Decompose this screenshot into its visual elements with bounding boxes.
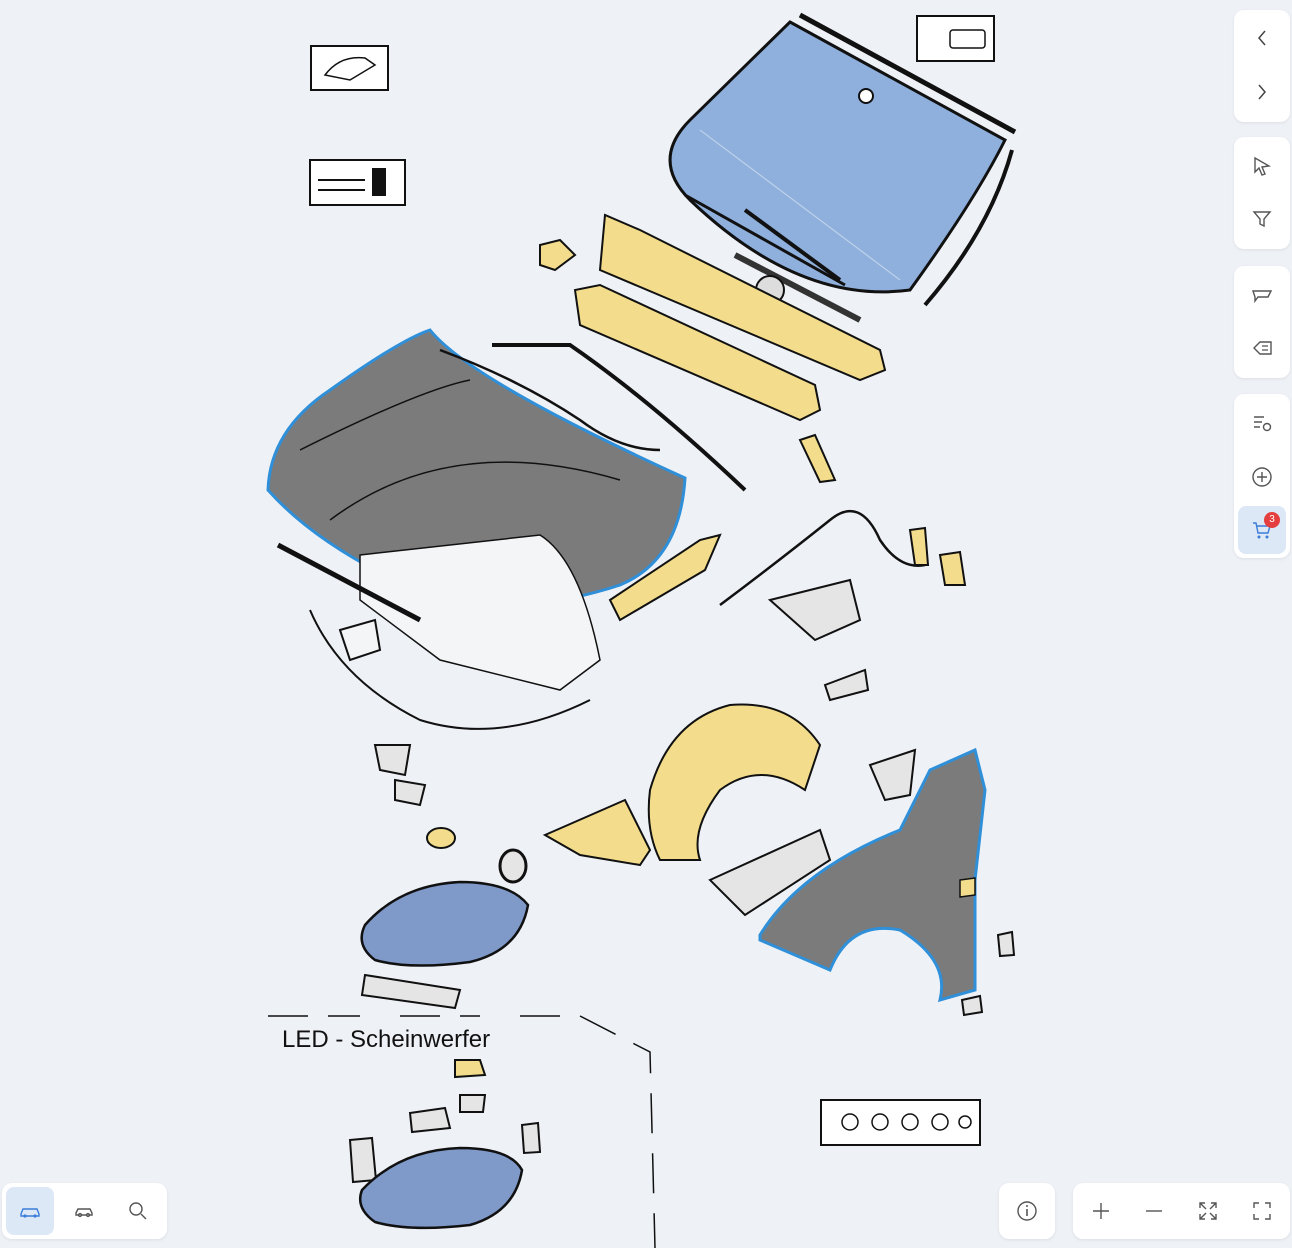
list-settings-icon[interactable] (1238, 399, 1286, 447)
fender-bracket-part[interactable] (708, 748, 1016, 1017)
car-parts-icon[interactable] (60, 1187, 108, 1235)
select-cursor-icon[interactable] (1238, 142, 1286, 190)
fender-part[interactable] (758, 747, 987, 1003)
zoom-panel (1073, 1183, 1290, 1239)
hood-hinge-part[interactable] (608, 526, 967, 702)
prev-icon[interactable] (1238, 14, 1286, 62)
windshield-part[interactable] (668, 12, 1017, 307)
view-mode-panel (2, 1183, 167, 1239)
section-label: LED - Scheinwerfer (282, 1026, 491, 1053)
hood-info-box (310, 45, 389, 91)
fit-screen-icon[interactable] (1184, 1187, 1232, 1235)
info-icon[interactable] (1003, 1187, 1051, 1235)
wheel-arch-liner-part[interactable] (542, 703, 822, 867)
paint-info-box (309, 159, 406, 206)
search-icon[interactable] (114, 1187, 162, 1235)
adhesive-info-box (916, 15, 995, 62)
hood-insulation-part[interactable] (276, 534, 601, 691)
cart-count-badge: 3 (1264, 512, 1280, 528)
add-circle-icon[interactable] (1238, 453, 1286, 501)
callout-icon[interactable] (1238, 271, 1286, 319)
seal-cable-part[interactable] (309, 343, 926, 730)
next-icon[interactable] (1238, 68, 1286, 116)
tool-panel (1234, 137, 1290, 249)
zoom-out-icon[interactable] (1130, 1187, 1178, 1235)
headlight-part[interactable] (360, 880, 530, 1010)
small-parts[interactable] (338, 618, 528, 884)
led-headlight-section[interactable] (268, 1015, 656, 1248)
filter-icon[interactable] (1238, 195, 1286, 243)
annotation-panel (1234, 266, 1290, 378)
info-panel (999, 1183, 1055, 1239)
cart-icon[interactable]: 3 (1238, 506, 1286, 554)
fullscreen-icon[interactable] (1238, 1187, 1286, 1235)
parts-panel: 3 (1234, 394, 1290, 558)
nav-panel (1234, 10, 1290, 122)
label-tag-icon[interactable] (1238, 324, 1286, 372)
zoom-in-icon[interactable] (1077, 1187, 1125, 1235)
fasteners-info-box (820, 1099, 981, 1146)
car-icon[interactable] (6, 1187, 54, 1235)
cowl-panel-part[interactable] (539, 213, 887, 484)
